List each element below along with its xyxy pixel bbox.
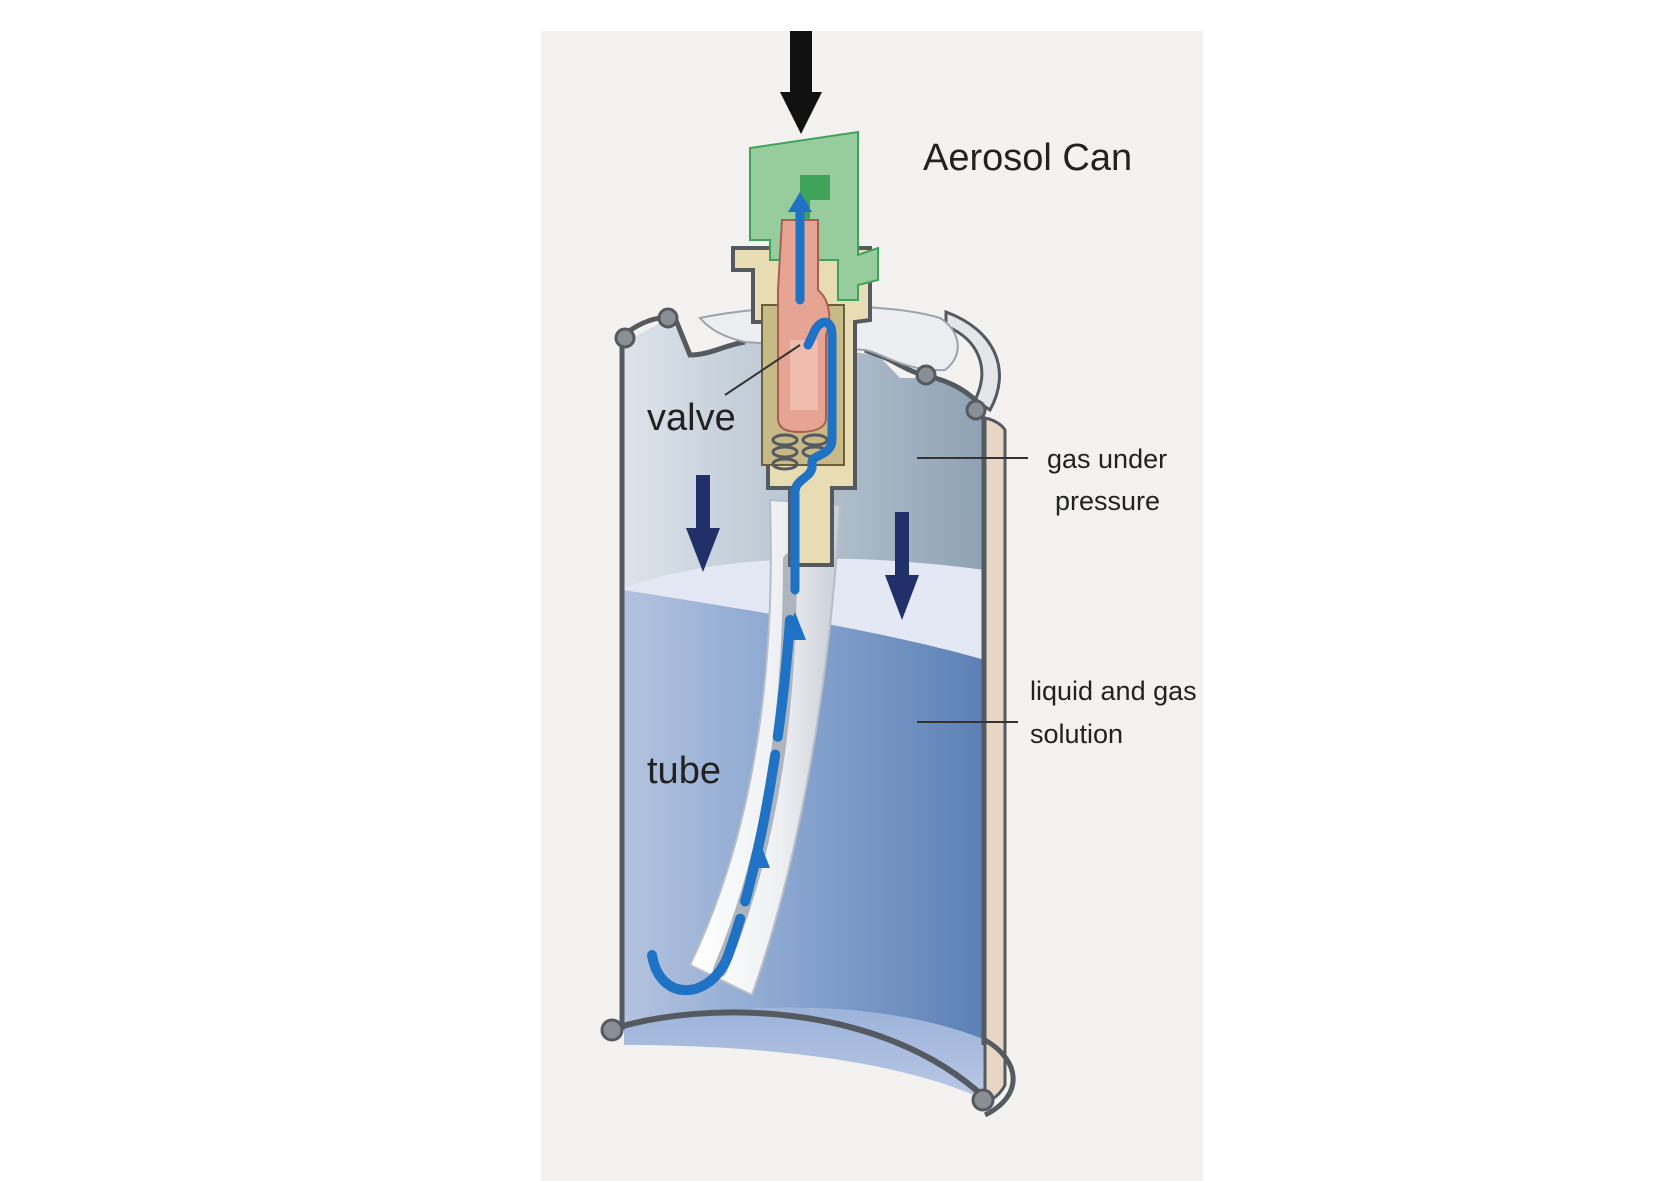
flow-path-upper	[790, 200, 837, 595]
flow-arrowhead-2	[784, 612, 806, 640]
flow-arrowhead-top	[788, 192, 812, 212]
gas-label-line2: pressure	[1055, 486, 1160, 516]
pressure-arrow-right	[885, 512, 919, 620]
flow-arrowhead-1	[748, 840, 770, 868]
rim-bead-left-2	[657, 307, 679, 329]
valve-leader-line	[724, 344, 801, 396]
valve-label: valve	[647, 397, 736, 439]
pressure-arrow-left	[686, 475, 720, 572]
liquid-bottom	[624, 1007, 985, 1100]
diagram-title: Aerosol Can	[923, 137, 1132, 179]
dip-tube-body	[688, 498, 842, 997]
liquid-label-line2: solution	[1030, 719, 1123, 749]
flow-path	[647, 192, 837, 996]
gas-label-line1: gas under	[1047, 444, 1167, 474]
rim-bead-left-top	[614, 327, 636, 349]
push-down-arrow	[780, 31, 822, 134]
valve-stem-highlight	[790, 340, 818, 410]
liquid-label-line1: liquid and gas	[1030, 676, 1197, 706]
flow-path-lower	[647, 615, 795, 996]
rim-bead-bottom-left	[600, 1018, 624, 1042]
rim-bead-right	[915, 364, 937, 386]
tube-label: tube	[647, 750, 721, 792]
can-bottom-foot	[983, 1037, 1016, 1118]
valve-stem	[777, 219, 831, 434]
can-bottom	[609, 1009, 988, 1101]
can-right-wall	[983, 416, 1007, 1104]
rim-bead-right-2	[965, 399, 987, 421]
rim-bead-bottom-right	[971, 1088, 995, 1112]
